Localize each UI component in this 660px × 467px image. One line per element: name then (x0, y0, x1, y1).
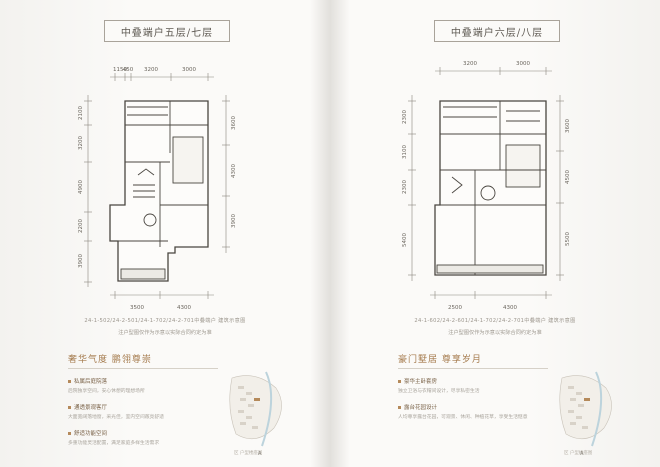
left-dim-top-3: 3200 (144, 67, 158, 73)
left-dim-left-4: 2200 (78, 219, 84, 233)
left-feature-item: 私属后庭院落 后院独享空间，安心休憩的理想场所 (68, 377, 218, 395)
left-dim-right-2: 4300 (231, 164, 237, 178)
left-site-keymap (229, 371, 282, 447)
right-dim-right-1: 3600 (565, 119, 571, 133)
right-dim-top-1: 3200 (463, 61, 477, 67)
right-dim-right-2: 4500 (565, 170, 571, 184)
left-dim-top-1: 1150 (113, 67, 127, 73)
right-page-number: A (580, 451, 584, 457)
left-dim-right-1: 3600 (231, 116, 237, 130)
left-feature-item: 通透景观客厅 大面宽阔落地窗，采光佳，室内空间敞亮舒适 (68, 403, 218, 421)
right-dim-left-3: 2300 (402, 180, 408, 194)
left-feature-body: 大面宽阔落地窗，采光佳，室内空间敞亮舒适 (68, 415, 164, 420)
right-feature-body: 独立卫浴与衣帽间设计，尽享私密生活 (398, 389, 480, 394)
left-feature-heading: 舒适功能空间 (68, 429, 218, 437)
right-page: 中叠端户六层/八层 (330, 0, 660, 467)
left-page: 中叠端户五层/七层 (0, 0, 330, 467)
right-dim-bottom-1: 2500 (448, 305, 462, 311)
left-divider (68, 368, 218, 369)
left-dim-left-2: 3200 (78, 136, 84, 150)
left-feature-body: 后院独享空间，安心休憩的理想场所 (68, 389, 145, 394)
left-dim-left-1: 2100 (78, 106, 84, 120)
left-dim-top-4: 3000 (182, 67, 196, 73)
right-feature-heading: 豪华主卧套房 (398, 377, 548, 385)
left-dim-right-3: 3900 (231, 214, 237, 228)
right-caption-note: 注户型图仅作为示意以实际合同约定为准 (448, 330, 542, 336)
right-slogan: 豪门墅居 尊享岁月 (398, 355, 482, 365)
right-dim-bottom-2: 4300 (503, 305, 517, 311)
left-floor-plan: 1150 450 3200 3000 3500 4300 2100 3200 4… (78, 67, 237, 311)
left-caption-note: 注户型图仅作为示意以实际合同约定为准 (118, 330, 212, 336)
left-feature-body: 多重功能灵活配置，满足家庭多样生活需求 (68, 441, 160, 446)
right-feature-body: 人均尊享露台花园，可观景、休闲、种植花草，享受生活惬意 (398, 415, 528, 420)
left-feature-heading: 私属后庭院落 (68, 377, 218, 385)
left-dim-left-3: 4900 (78, 180, 84, 194)
right-dim-right-3: 5500 (565, 232, 571, 246)
left-feature-item: 舒适功能空间 多重功能灵活配置，满足家庭多样生活需求 (68, 429, 218, 447)
left-dim-bottom-1: 3500 (130, 305, 144, 311)
left-page-number: A (258, 451, 262, 457)
right-dim-left-1: 2300 (402, 110, 408, 124)
left-dim-bottom-2: 4300 (177, 305, 191, 311)
right-dim-top-2: 3000 (516, 61, 530, 67)
left-caption-code: 24-1-502/24-2-501/24-1-702/24-2-701中叠端户 … (84, 318, 246, 324)
right-dim-left-4: 5400 (402, 233, 408, 247)
right-feature-heading: 露台花园设计 (398, 403, 548, 411)
right-divider (398, 368, 548, 369)
right-dim-left-2: 3100 (402, 145, 408, 159)
left-slogan: 奢华气度 鹏翎尊崇 (68, 355, 152, 365)
right-feature-item: 露台花园设计 人均尊享露台花园，可观景、休闲、种植花草，享受生活惬意 (398, 403, 548, 421)
right-keymap-label: 区 户型楼座图 (564, 451, 593, 456)
right-floor-plan: 3200 3000 2500 4300 2300 3100 2300 5400 … (402, 61, 571, 311)
left-dim-top-2: 450 (123, 67, 134, 73)
left-dim-left-5: 3900 (78, 254, 84, 268)
right-caption-code: 24-1-602/24-2-601/24-1-702/24-2-701中叠端户 … (414, 318, 576, 324)
left-feature-heading: 通透景观客厅 (68, 403, 218, 411)
right-feature-list: 豪华主卧套房 独立卫浴与衣帽间设计，尽享私密生活 露台花园设计 人均尊享露台花园… (398, 377, 548, 429)
right-plan-title: 中叠端户六层/八层 (434, 20, 560, 42)
left-plan-title: 中叠端户五层/七层 (104, 20, 230, 42)
left-feature-list: 私属后庭院落 后院独享空间，安心休憩的理想场所 通透景观客厅 大面宽阔落地窗，采… (68, 377, 218, 455)
right-site-keymap (559, 371, 612, 447)
right-feature-item: 豪华主卧套房 独立卫浴与衣帽间设计，尽享私密生活 (398, 377, 548, 395)
left-keymap-label: 区 户型楼座图 (234, 451, 263, 456)
